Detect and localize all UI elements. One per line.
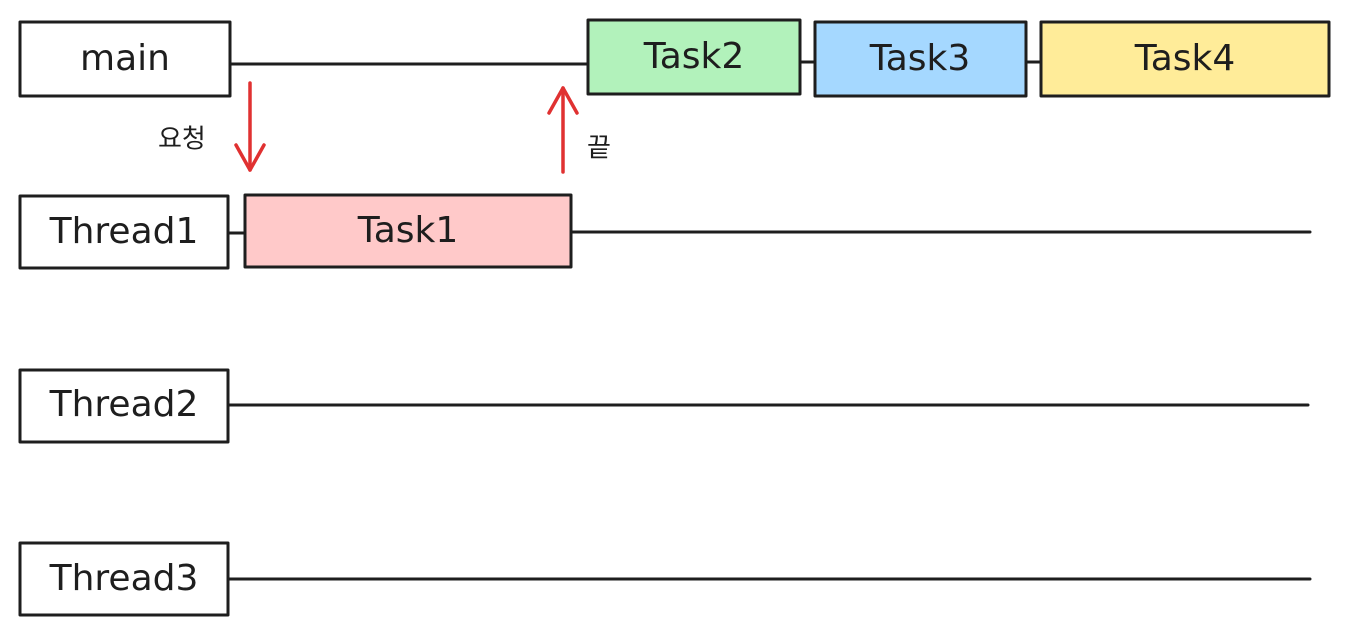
thread3-label: Thread3 xyxy=(49,558,199,599)
task3-rect xyxy=(813,20,1028,98)
thread1-label: Thread1 xyxy=(49,211,199,252)
task3-box: Task3 xyxy=(813,20,1028,98)
task1-rect xyxy=(243,193,573,269)
task3-label: Task3 xyxy=(869,38,971,79)
task4-box: Task4 xyxy=(1039,20,1331,98)
thread2-label: Thread2 xyxy=(49,384,199,425)
thread2-box: Thread2 xyxy=(18,368,230,444)
thread1-rect xyxy=(18,194,230,270)
main-box-rect xyxy=(18,20,232,98)
request-arrow xyxy=(234,81,266,172)
done-label: 끝 xyxy=(587,134,611,164)
thread3-box: Thread3 xyxy=(18,541,230,617)
task2-rect xyxy=(586,18,802,96)
task1-label: Task1 xyxy=(357,210,459,251)
main-label: main xyxy=(80,38,170,79)
main-box: main xyxy=(18,20,232,98)
task4-rect xyxy=(1039,20,1331,98)
thread2-rect xyxy=(18,368,230,444)
done-arrow xyxy=(547,86,579,174)
done-arrow-head xyxy=(547,86,579,115)
task1-box: Task1 xyxy=(243,193,573,269)
task2-box: Task2 xyxy=(586,18,802,96)
task2-label: Task2 xyxy=(643,36,745,77)
thread3-rect xyxy=(18,541,230,617)
request-arrow-head xyxy=(234,143,266,172)
task4-label: Task4 xyxy=(1134,38,1236,79)
request-label: 요청 xyxy=(158,125,206,155)
thread1-box: Thread1 xyxy=(18,194,230,270)
